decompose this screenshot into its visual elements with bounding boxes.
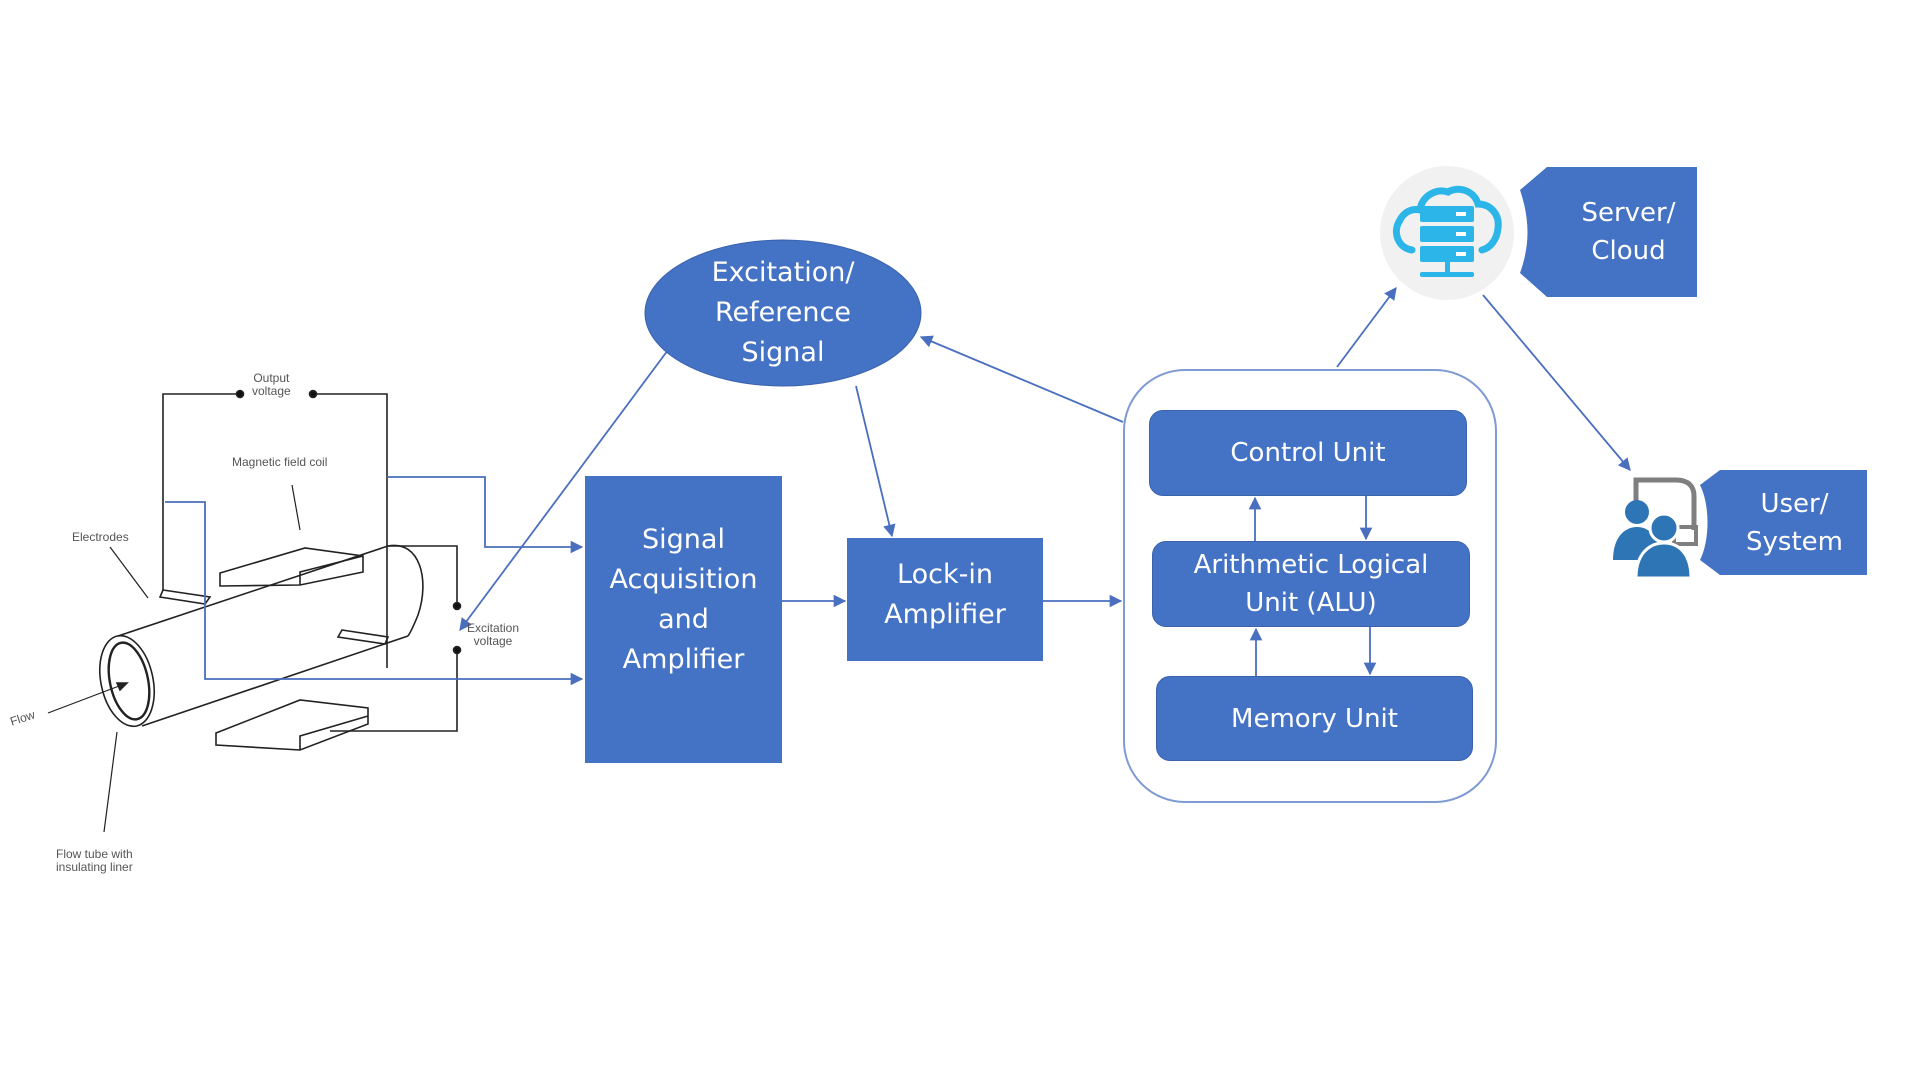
user-tag-shape [1700,470,1867,575]
output-wire-left [162,393,240,590]
flowmeter-sketch [47,389,462,833]
leader-flow-tube [103,731,118,833]
excitation-to-lockin [855,385,896,538]
signal-acquisition-block[interactable]: Signal Acquisition and Amplifier [585,476,782,763]
signal-acquisition-label: Signal Acquisition and Amplifier [609,523,758,675]
cloud-server-icon [1380,166,1514,300]
lock-in-amplifier-block[interactable]: Lock-in Amplifier [847,538,1043,661]
electrodes-label: Electrodes [72,530,129,544]
excitation-wire-bottom [330,650,458,732]
memory-unit-block[interactable]: Memory Unit [1156,676,1473,761]
electrode-right [336,629,390,645]
electrode-signal-upper [387,476,584,554]
excitation-voltage-label: Excitation voltage [467,621,520,648]
output-terminal-right [308,389,318,399]
control-unit-block[interactable]: Control Unit [1149,410,1467,496]
memory-unit-label: Memory Unit [1231,703,1398,734]
server-cloud-label: Server/ Cloud [1581,198,1676,266]
output-terminal-left [235,389,245,399]
control-unit-label: Control Unit [1230,438,1386,468]
server-to-user [1482,294,1631,471]
server-tag-shape [1520,167,1697,297]
excitation-label: Excitation/ Reference Signal [711,257,855,368]
excitation-terminal-bottom [452,645,462,655]
magnetic-field-coil-label: Magnetic field coil [232,455,328,469]
electrode-left [158,589,212,605]
processor-to-server [1336,286,1397,368]
electrode-signal-lower [165,501,584,686]
processor-to-excitation [919,335,1124,423]
coil-top [219,547,364,587]
flow-tube [117,545,409,727]
user-system-label: User/ System [1746,488,1843,557]
alu-label: Arithmetic Logical Unit (ALU) [1193,550,1429,618]
coil-bottom [215,699,369,751]
lock-in-label: Lock-in Amplifier [884,558,1006,630]
output-wire-right [313,393,388,668]
processor-container [1123,369,1497,803]
server-cloud-tag[interactable]: Server/ Cloud [1560,167,1697,297]
output-voltage-label: Output voltage [252,371,291,398]
excitation-terminal-top [452,601,462,611]
excitation-reference-signal[interactable]: Excitation/ Reference Signal [680,252,886,374]
connectors [165,286,1631,686]
excitation-ellipse-shape [644,239,922,387]
flow-tube-back [387,544,424,637]
excitation-to-coil [459,349,669,632]
flow-arrow-head [115,682,129,692]
flow-arrow [47,682,128,714]
flow-tube-label: Flow tube with insulating liner [56,847,133,874]
tube-end-outer [99,634,155,728]
leader-electrodes [109,546,149,599]
tube-end-inner [107,641,151,721]
users-monitor-icon [1613,477,1698,580]
leader-magnetic-coil [291,484,301,531]
alu-block[interactable]: Arithmetic Logical Unit (ALU) [1152,541,1470,627]
excitation-wire-top [387,545,458,606]
user-system-tag[interactable]: User/ System [1722,470,1867,575]
